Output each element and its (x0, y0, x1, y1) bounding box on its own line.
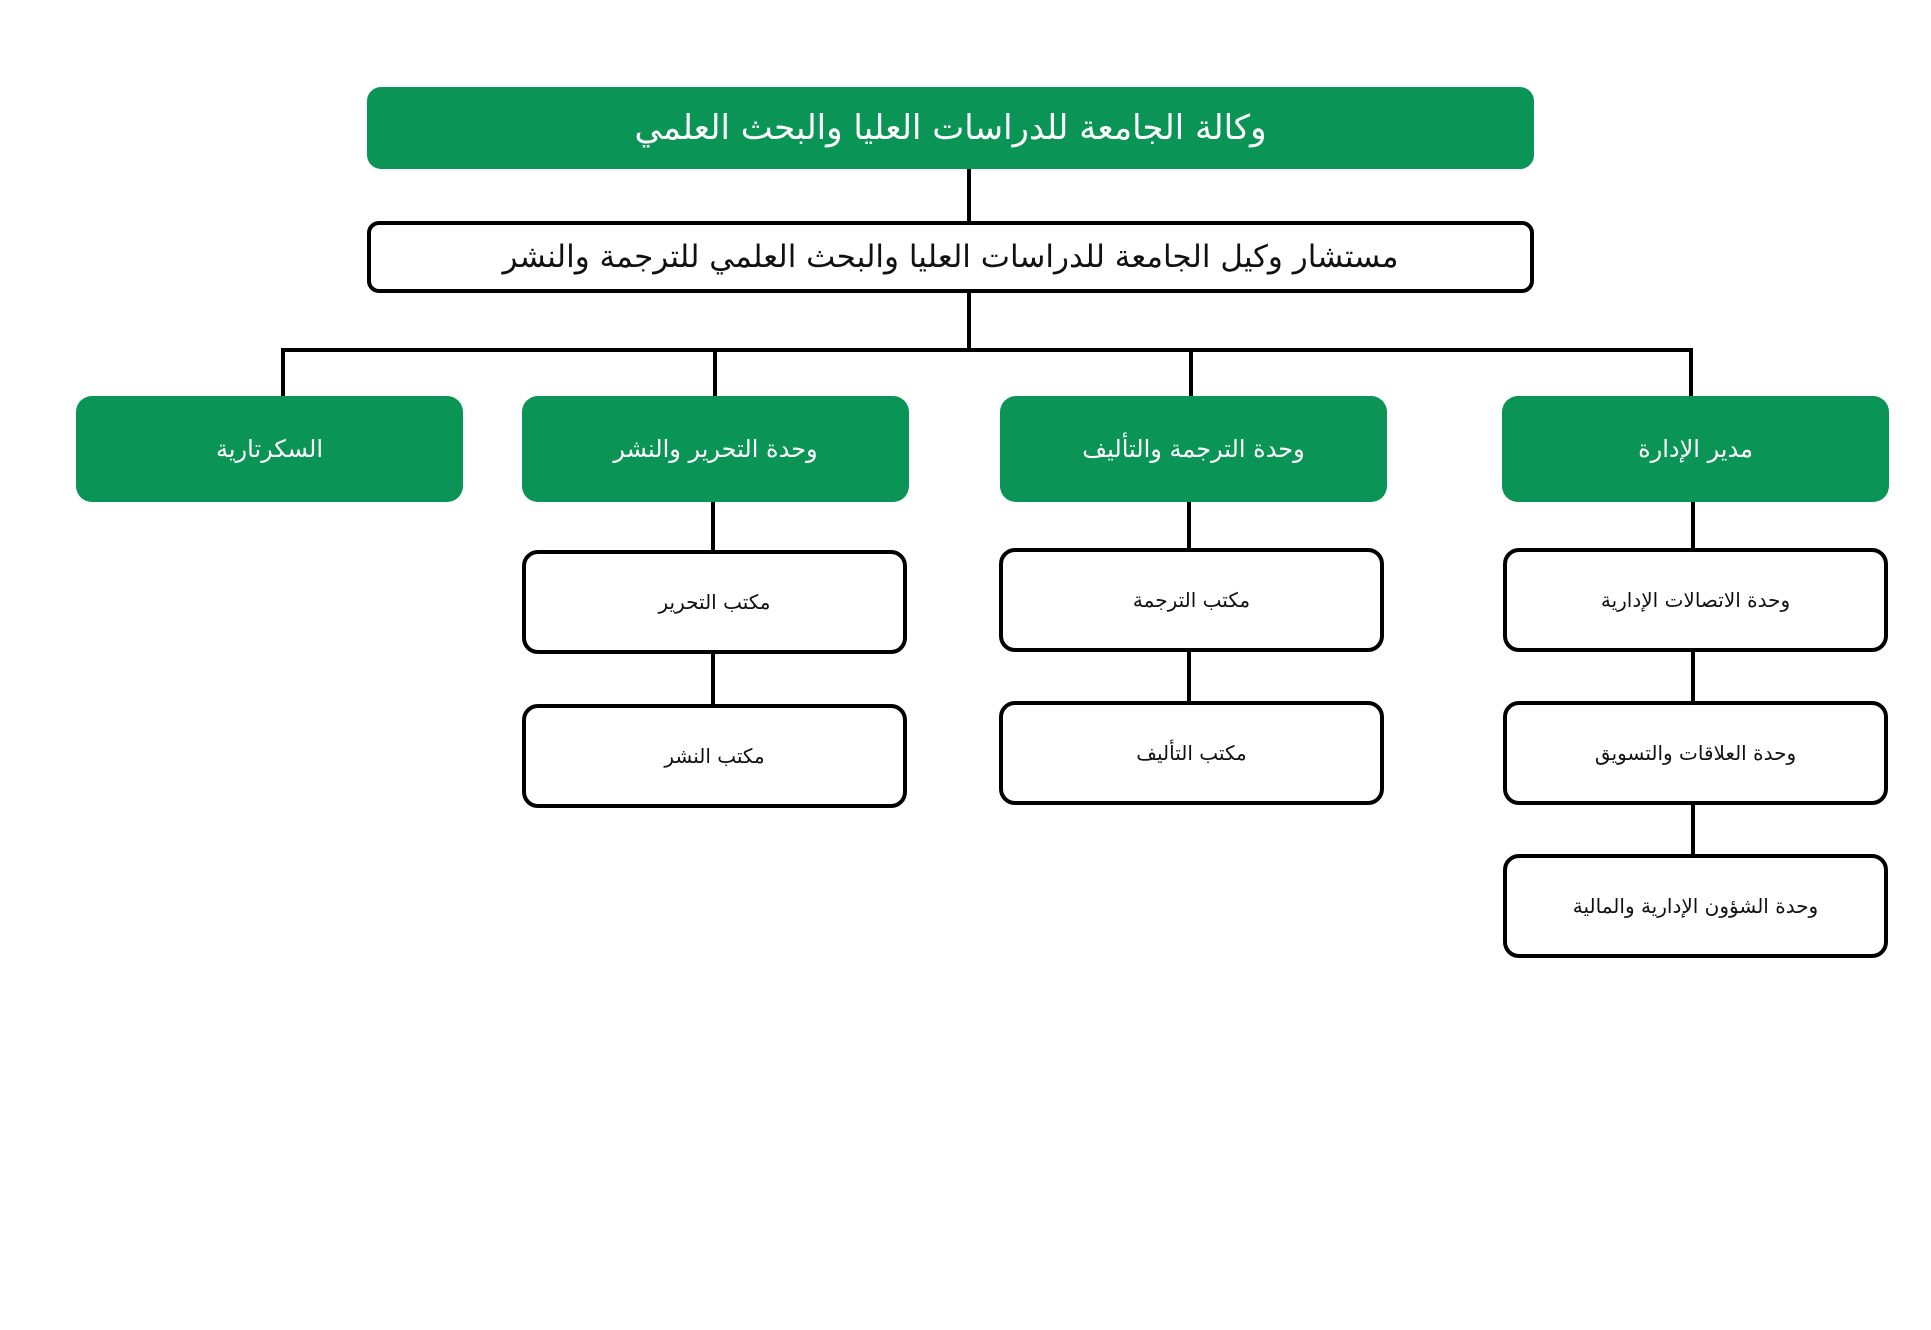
advisor-box: مستشار وكيل الجامعة للدراسات العليا والب… (367, 221, 1534, 293)
unit-secretariat-label: السكرتارية (216, 435, 324, 463)
sub-translation-office-label: مكتب الترجمة (1132, 588, 1251, 612)
sub-authoring-office-label: مكتب التأليف (1136, 741, 1247, 765)
sub-admin-communications-label: وحدة الاتصالات الإدارية (1600, 588, 1791, 612)
unit-admin-director-label: مدير الإدارة (1638, 435, 1753, 463)
sub-translation-office: مكتب الترجمة (999, 548, 1384, 652)
sub-authoring-office: مكتب التأليف (999, 701, 1384, 805)
sub-admin-communications: وحدة الاتصالات الإدارية (1503, 548, 1888, 652)
unit-editing-publishing-label: وحدة التحرير والنشر (613, 435, 818, 463)
sub-editing-office-label: مكتب التحرير (658, 590, 771, 614)
sub-admin-relations-marketing: وحدة العلاقات والتسويق (1503, 701, 1888, 805)
unit-translation-authoring: وحدة الترجمة والتأليف (1000, 396, 1387, 502)
advisor-label: مستشار وكيل الجامعة للدراسات العليا والب… (502, 239, 1399, 275)
sub-admin-relations-marketing-label: وحدة العلاقات والتسويق (1594, 741, 1797, 765)
sub-publishing-office: مكتب النشر (522, 704, 907, 808)
sub-editing-office: مكتب التحرير (522, 550, 907, 654)
top-title-box: وكالة الجامعة للدراسات العليا والبحث الع… (367, 87, 1534, 169)
sub-admin-financial-affairs-label: وحدة الشؤون الإدارية والمالية (1572, 894, 1819, 918)
sub-admin-financial-affairs: وحدة الشؤون الإدارية والمالية (1503, 854, 1888, 958)
unit-translation-authoring-label: وحدة الترجمة والتأليف (1082, 435, 1305, 463)
unit-editing-publishing: وحدة التحرير والنشر (522, 396, 909, 502)
sub-publishing-office-label: مكتب النشر (664, 744, 765, 768)
unit-secretariat: السكرتارية (76, 396, 463, 502)
top-title-label: وكالة الجامعة للدراسات العليا والبحث الع… (634, 108, 1267, 148)
unit-admin-director: مدير الإدارة (1502, 396, 1889, 502)
